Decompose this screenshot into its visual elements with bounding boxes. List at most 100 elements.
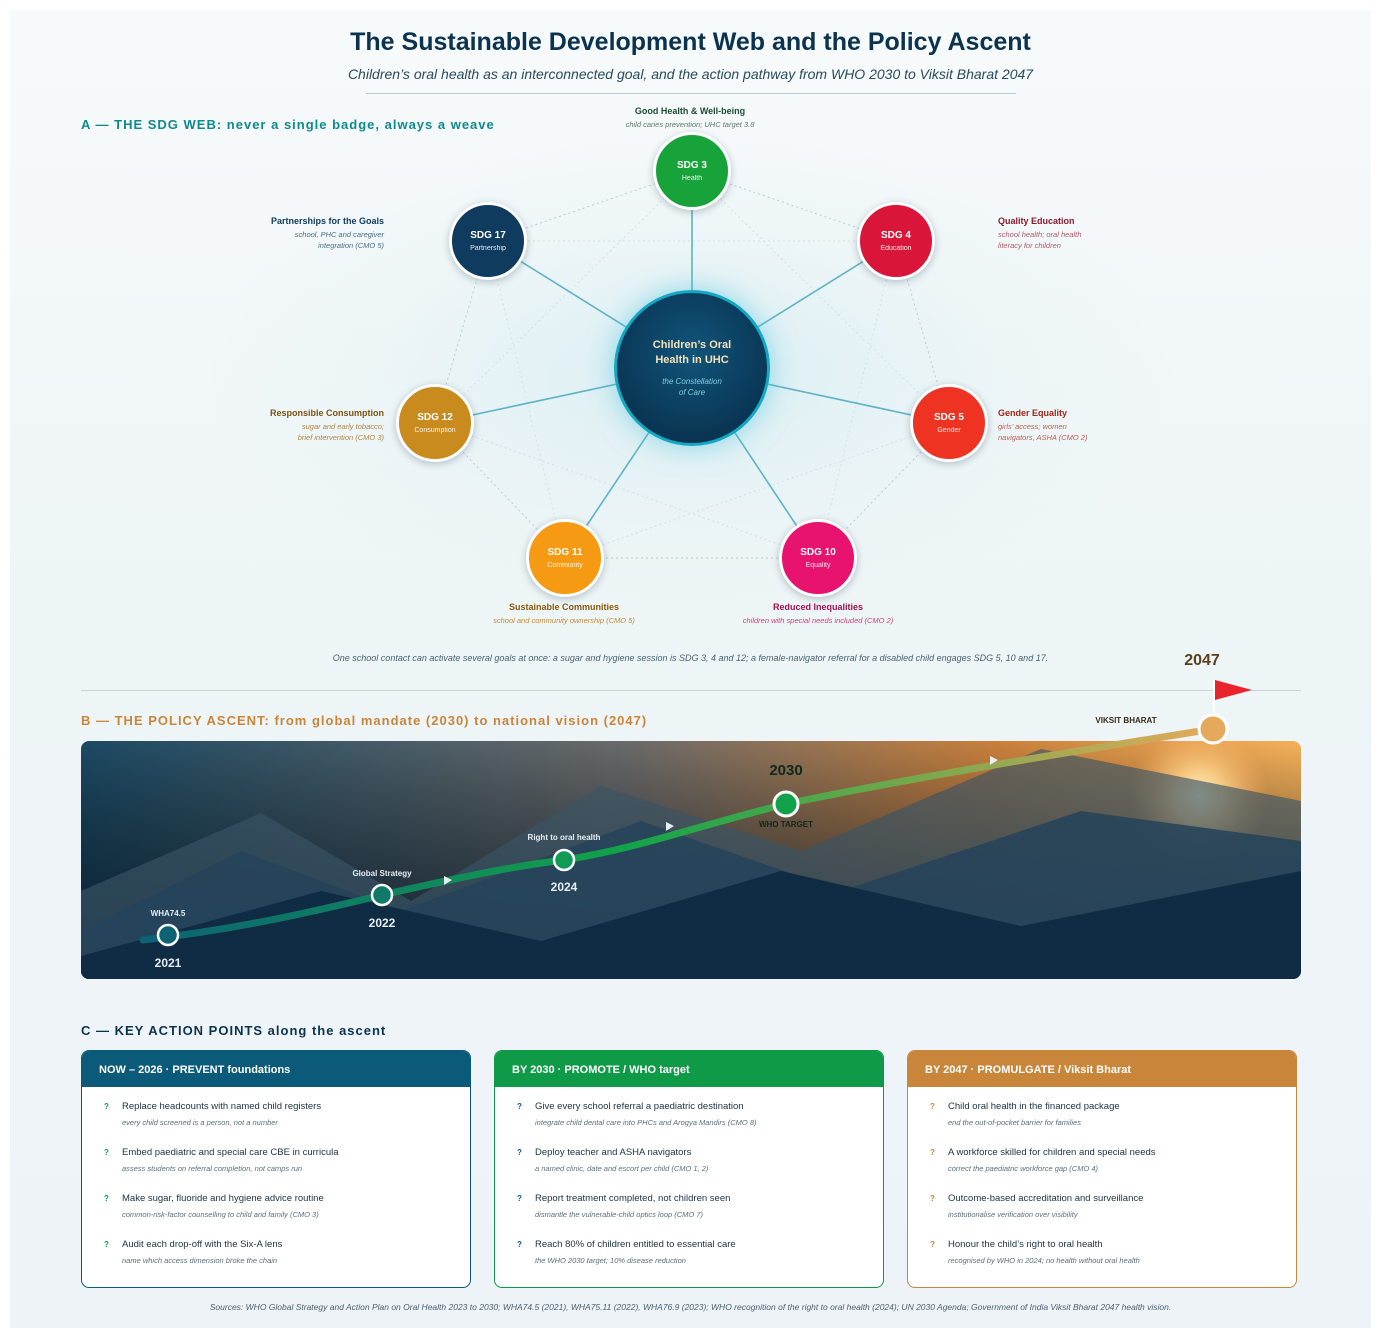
title-rule <box>366 93 1016 94</box>
milestone-2021-year: 2021 <box>154 956 182 970</box>
card-now-title: NOW – 2026 · PREVENT foundations <box>82 1051 470 1087</box>
item-text: Child oral health in the financed packag… <box>948 1101 1120 1112</box>
sdg5-short: Gender <box>937 427 961 434</box>
item-text: Honour the child’s right to oral health <box>948 1239 1103 1250</box>
item-text: Reach 80% of children entitled to essent… <box>535 1239 736 1250</box>
sdg12-short: Consumption <box>414 427 456 434</box>
item-text: A workforce skilled for children and spe… <box>948 1147 1156 1158</box>
item-text: Deploy teacher and ASHA navigators <box>535 1147 692 1158</box>
card-2030-title: BY 2030 · PROMOTE / WHO target <box>495 1051 883 1087</box>
sdg17-desc1: school, PHC and caregiver <box>294 230 384 239</box>
item-sub: every child screened is a person, not a … <box>122 1118 278 1127</box>
bullet-icon: ? <box>104 1148 109 1157</box>
sdg5-label: Gender Equality girls’ access; women nav… <box>998 408 1198 443</box>
item-sub: correct the paediatric workforce gap (CM… <box>948 1164 1099 1173</box>
bullet-icon: ? <box>930 1240 935 1249</box>
milestone-2047-label: VIKSIT BHARAT <box>1095 716 1157 725</box>
bullet-icon: ? <box>930 1102 935 1111</box>
bullet-icon: ? <box>517 1148 522 1157</box>
list-item: ? Honour the child’s right to oral health… <box>930 1239 1296 1285</box>
milestone-2030-marker <box>772 790 800 818</box>
ascent-path-layer <box>139 680 1252 947</box>
item-text: Make sugar, fluoride and hygiene advice … <box>122 1193 324 1204</box>
flag-icon <box>1215 680 1252 700</box>
page-subtitle: Children’s oral health as an interconnec… <box>347 66 1034 82</box>
sdg4-desc2: literacy for children <box>998 241 1061 250</box>
sdg17-node: SDG 17 Partnership <box>449 202 527 280</box>
section-a-heading: A — THE SDG WEB: never a single badge, a… <box>81 117 495 132</box>
sdg12-desc1: sugar and early tobacco; <box>301 422 384 431</box>
sdg3-desc: child caries prevention; UHC target 3.8 <box>625 120 755 129</box>
sdg4-desc1: school health; oral health <box>998 230 1082 239</box>
item-sub: common-risk-factor counselling to child … <box>122 1210 319 1219</box>
sdg3-name: Good Health & Well-being <box>634 106 746 116</box>
bullet-icon: ? <box>517 1240 522 1249</box>
sdg10-node: SDG 10 Equality <box>779 519 857 597</box>
sdg11-desc: school and community ownership (CMO 5) <box>493 616 635 625</box>
sdg3-badge: SDG 3 <box>676 160 707 171</box>
list-item: ? Audit each drop-off with the Six-A lens… <box>104 1239 470 1285</box>
item-text: Audit each drop-off with the Six-A lens <box>122 1239 283 1250</box>
milestone-2047-year: 2047 <box>1184 652 1220 669</box>
list-item: ? Embed paediatric and special care CBE i… <box>104 1147 470 1193</box>
sdg5-node: SDG 5 Gender <box>910 384 988 462</box>
list-item: ?Give every school referral a paediatric… <box>517 1101 883 1147</box>
sdg11-name: Sustainable Communities <box>508 602 620 612</box>
action-card-now: NOW – 2026 · PREVENT foundations ?Replac… <box>81 1050 471 1288</box>
action-card-2047: BY 2047 · PROMULGATE / Viksit Bharat ? Ch… <box>907 1050 1297 1288</box>
milestone-2022-marker <box>370 883 394 907</box>
hub-title-line1: Children’s Oral <box>652 339 732 351</box>
list-item: ?Make sugar, fluoride and hygiene advice… <box>104 1193 470 1239</box>
bullet-icon: ? <box>517 1102 522 1111</box>
sdg5-desc1: girls’ access; women <box>998 422 1067 431</box>
item-sub: recognised by WHO in 2024; no health wit… <box>948 1256 1140 1265</box>
ascent-landscape <box>81 741 1301 979</box>
sdg12-badge: SDG 12 <box>417 412 453 423</box>
sdg17-name: Partnerships for the Goals <box>270 216 384 226</box>
sdg12-node: SDG 12 Consumption <box>396 384 474 462</box>
item-sub: dismantle the vulnerable-child optics lo… <box>535 1210 703 1219</box>
sdg4-label: Quality Education school health; oral he… <box>998 216 1198 251</box>
bullet-icon: ? <box>930 1194 935 1203</box>
item-sub: the WHO 2030 target; 10% disease reducti… <box>535 1256 686 1265</box>
sdg10-short: Equality <box>805 562 831 569</box>
bullet-icon: ? <box>517 1194 522 1203</box>
bullet-icon: ? <box>104 1240 109 1249</box>
sdg4-name: Quality Education <box>998 216 1075 226</box>
milestone-2022-year: 2022 <box>368 916 396 930</box>
sdg17-desc2: integration (CMO 5) <box>318 241 384 250</box>
direction-arrow-icon <box>990 756 998 765</box>
sdg11-short: Community <box>547 562 583 569</box>
sdg12-label: Responsible Consumption sugar and early … <box>184 408 384 443</box>
sdg17-short: Partnership <box>470 245 506 252</box>
ascent-panel <box>81 741 1301 979</box>
sdg10-desc: children with special needs included (CM… <box>742 616 894 625</box>
sdg11-badge: SDG 11 <box>547 547 583 558</box>
section-divider <box>81 690 1301 691</box>
milestone-2021-label: WHA74.5 <box>150 909 186 918</box>
item-sub: institutionalise verification over visib… <box>948 1210 1078 1219</box>
list-item: ? Outcome-based accreditation and surveil… <box>930 1193 1296 1239</box>
milestone-2030-year: 2030 <box>769 762 803 779</box>
list-item: ? Child oral health in the financed packa… <box>930 1101 1296 1147</box>
item-text: Report treatment completed, not children… <box>535 1193 731 1204</box>
milestone-2024-marker <box>552 848 576 872</box>
sdg12-desc2: brief intervention (CMO 3) <box>297 433 384 442</box>
milestone-2024-label: Right to oral health <box>527 833 601 842</box>
item-sub: end the out-of-pocket barrier for famili… <box>948 1118 1081 1127</box>
item-text: Embed paediatric and special care CBE in… <box>122 1147 339 1158</box>
card-2047-title: BY 2047 · PROMULGATE / Viksit Bharat <box>908 1051 1296 1087</box>
list-item: ? Reach 80% of children entitled to essen… <box>517 1239 883 1285</box>
item-sub: integrate child dental care into PHCs an… <box>535 1118 757 1127</box>
item-text: Outcome-based accreditation and surveill… <box>948 1193 1144 1204</box>
section-b-heading: B — THE POLICY ASCENT: from global manda… <box>81 713 648 728</box>
sdg4-node: SDG 4 Education <box>857 202 935 280</box>
direction-arrow-icon <box>666 822 674 831</box>
cross-link <box>487 240 566 559</box>
sdg4-badge: SDG 4 <box>880 230 911 241</box>
sdg4-short: Education <box>880 245 912 252</box>
action-card-2030: BY 2030 · PROMOTE / WHO target ?Give eve… <box>494 1050 884 1288</box>
sources-footnote: Sources: WHO Global Strategy and Action … <box>209 1302 1172 1312</box>
sdg3-short: Health <box>681 175 703 182</box>
